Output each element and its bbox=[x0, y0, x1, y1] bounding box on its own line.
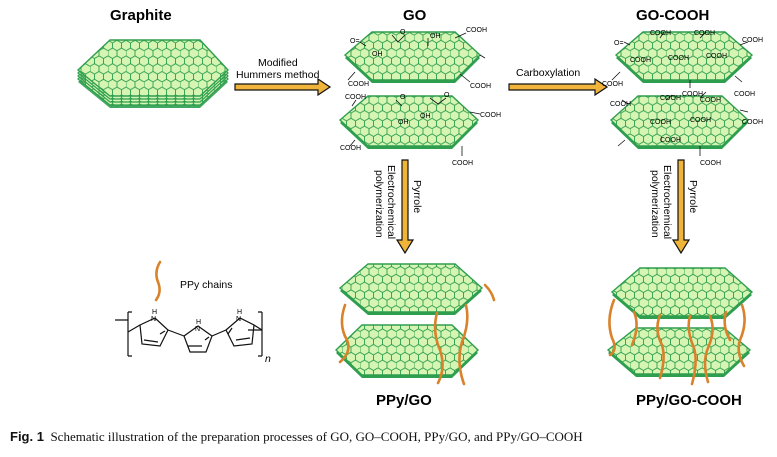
svg-text:COOH: COOH bbox=[660, 137, 681, 144]
svg-text:COOH: COOH bbox=[650, 119, 671, 126]
svg-text:COOH: COOH bbox=[742, 119, 763, 126]
pyrrole-label-right: Pyrrole bbox=[687, 180, 699, 213]
graphite-label: Graphite bbox=[110, 7, 172, 24]
polymerization-label-right: polymerization bbox=[649, 170, 661, 238]
arrow-carboxylation bbox=[508, 77, 609, 97]
polypyrrole-structure bbox=[115, 311, 263, 357]
svg-text:COOH: COOH bbox=[345, 94, 366, 101]
go-sheet-bottom bbox=[338, 95, 480, 149]
ppy-go-label: PPy/GO bbox=[376, 392, 432, 409]
svg-text:COOH: COOH bbox=[734, 91, 755, 98]
svg-text:N: N bbox=[236, 316, 241, 323]
svg-text:COOH: COOH bbox=[700, 160, 721, 167]
svg-text:COOH: COOH bbox=[602, 81, 623, 88]
svg-text:COOH: COOH bbox=[650, 30, 671, 37]
go-cooh-functional-groups bbox=[611, 31, 749, 156]
ppy-go-composite bbox=[334, 263, 496, 386]
svg-text:OH: OH bbox=[372, 51, 383, 58]
go-cooh-label: GO-COOH bbox=[636, 7, 709, 24]
svg-text:O: O bbox=[444, 92, 450, 99]
svg-text:COOH: COOH bbox=[630, 57, 651, 64]
svg-text:COOH: COOH bbox=[470, 83, 491, 90]
pyrrole-label-left: Pyrrole bbox=[411, 180, 423, 213]
ppy-chains-label: PPy chains bbox=[180, 279, 233, 291]
svg-text:N: N bbox=[151, 316, 156, 323]
svg-text:H: H bbox=[152, 309, 157, 316]
figure-caption-text: Schematic illustration of the preparatio… bbox=[50, 429, 583, 444]
svg-text:H: H bbox=[237, 309, 242, 316]
go-cooh-sheet-top bbox=[614, 31, 754, 83]
go-cooh-sheet-bottom bbox=[609, 95, 750, 149]
ppy-go-cooh-composite bbox=[606, 267, 754, 386]
modified-label: Modified bbox=[258, 57, 298, 69]
svg-text:N: N bbox=[195, 326, 200, 333]
ppy-go-cooh-label: PPy/GO-COOH bbox=[636, 392, 742, 409]
svg-text:COOH: COOH bbox=[466, 27, 487, 34]
svg-text:COOH: COOH bbox=[340, 145, 361, 152]
repeat-unit-n: n bbox=[265, 353, 271, 365]
go-sheet-top bbox=[343, 31, 482, 83]
svg-text:COOH: COOH bbox=[700, 97, 721, 104]
svg-text:OH: OH bbox=[420, 113, 431, 120]
svg-text:COOH: COOH bbox=[452, 160, 473, 167]
go-functional-groups bbox=[347, 32, 486, 156]
figure-caption: Fig. 1 Schematic illustration of the pre… bbox=[10, 429, 770, 445]
polymerization-label-left: polymerization bbox=[373, 170, 385, 238]
svg-text:OH: OH bbox=[430, 33, 441, 40]
svg-text:COOH: COOH bbox=[694, 30, 715, 37]
svg-text:COOH: COOH bbox=[660, 95, 681, 102]
go-group-labels: O= O OH COOH OH COOH COOH COOH O O OH OH… bbox=[340, 27, 501, 167]
carboxylation-label: Carboxylation bbox=[516, 67, 580, 79]
svg-text:O=: O= bbox=[614, 40, 624, 47]
go-label: GO bbox=[403, 7, 427, 24]
svg-text:COOH: COOH bbox=[610, 101, 631, 108]
svg-text:COOH: COOH bbox=[742, 37, 763, 44]
graphite-stack bbox=[76, 39, 229, 108]
ppy-chain-legend-icon bbox=[154, 260, 162, 302]
svg-text:COOH: COOH bbox=[668, 55, 689, 62]
arrow-down-go bbox=[395, 159, 415, 255]
electrochemical-label-left: Electrochemical bbox=[385, 165, 397, 239]
svg-text:COOH: COOH bbox=[348, 81, 369, 88]
polypyrrole-atom-labels: H N N H H N n bbox=[151, 309, 271, 365]
svg-text:OH: OH bbox=[398, 119, 409, 126]
svg-text:COOH: COOH bbox=[480, 112, 501, 119]
svg-text:O=: O= bbox=[350, 38, 360, 45]
hummers-method-label: Hummers method bbox=[236, 69, 320, 81]
svg-text:O: O bbox=[400, 94, 406, 101]
svg-text:O: O bbox=[400, 29, 406, 36]
svg-text:COOH: COOH bbox=[690, 117, 711, 124]
svg-text:H: H bbox=[196, 319, 201, 326]
svg-text:COOH: COOH bbox=[706, 53, 727, 60]
arrow-down-go-cooh bbox=[671, 159, 691, 255]
go-cooh-group-labels: O= COOH COOH COOH COOH COOH COOH COOH CO… bbox=[602, 30, 763, 167]
arrow-hummers bbox=[234, 77, 332, 97]
figure-number: Fig. 1 bbox=[10, 429, 44, 444]
electrochemical-label-right: Electrochemical bbox=[661, 165, 673, 239]
svg-text:COOH: COOH bbox=[682, 91, 703, 98]
